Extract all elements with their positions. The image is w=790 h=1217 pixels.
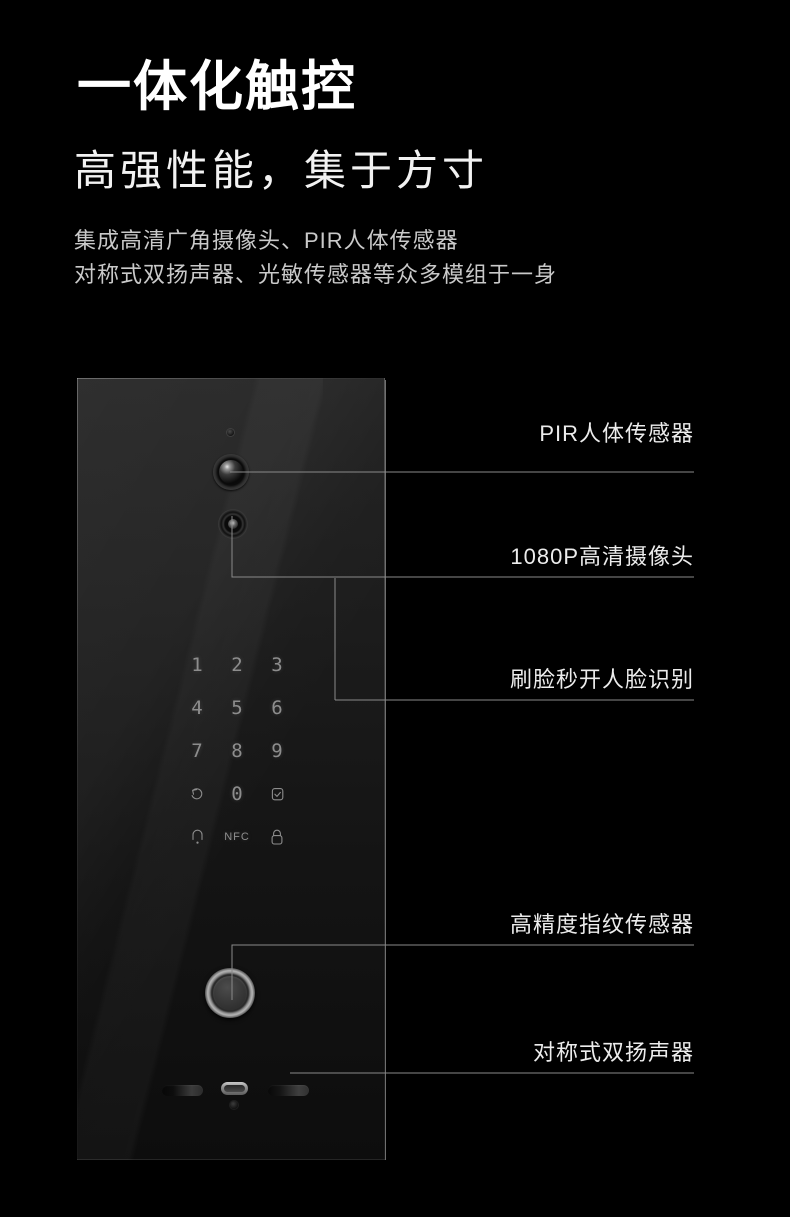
panel-left-edge bbox=[77, 378, 78, 1160]
camera-lens-aperture bbox=[228, 519, 238, 529]
pir-sensor-dome bbox=[213, 454, 249, 490]
camera-lens bbox=[218, 509, 248, 539]
keypad-lock-key[interactable] bbox=[269, 828, 285, 847]
fingerprint-sensor-surface bbox=[213, 976, 247, 1010]
usb-c-port-icon bbox=[221, 1082, 248, 1095]
description-line-1: 集成高清广角摄像头、PIR人体传感器 bbox=[74, 228, 459, 253]
doorbell-icon bbox=[191, 829, 203, 844]
keypad-key-4[interactable]: 4 bbox=[191, 697, 203, 719]
description-line-2: 对称式双扬声器、光敏传感器等众多模组于一身 bbox=[74, 262, 558, 287]
callout-label-camera: 1080P高清摄像头 bbox=[510, 544, 694, 569]
keypad-key-3[interactable]: 3 bbox=[271, 654, 283, 676]
callout-label-face-unlock: 刷脸秒开人脸识别 bbox=[509, 667, 694, 692]
confirm-icon bbox=[271, 788, 283, 801]
panel-top-edge bbox=[77, 378, 385, 379]
keypad-doorbell-key[interactable] bbox=[189, 828, 206, 846]
speaker-grille-right bbox=[268, 1085, 309, 1096]
keypad-key-1[interactable]: 1 bbox=[191, 654, 203, 676]
panel-bottom-edge bbox=[77, 1159, 385, 1160]
keypad-key-9[interactable]: 9 bbox=[271, 740, 283, 762]
page-title: 一体化触控 bbox=[77, 57, 357, 117]
keypad-key-8[interactable]: 8 bbox=[231, 740, 243, 762]
keypad-key-7[interactable]: 7 bbox=[191, 740, 203, 762]
lock-icon bbox=[271, 829, 283, 845]
keypad-key-5[interactable]: 5 bbox=[231, 697, 243, 719]
page-description: 集成高清广角摄像头、PIR人体传感器 对称式双扬声器、光敏传感器等众多模组于一身 bbox=[74, 224, 557, 292]
keypad-key-2[interactable]: 2 bbox=[231, 654, 243, 676]
ambient-light-sensor-icon bbox=[227, 429, 234, 436]
reset-pinhole-icon bbox=[230, 1101, 238, 1109]
pir-dome-glass bbox=[219, 460, 243, 484]
panel-right-edge bbox=[384, 378, 385, 1160]
keypad-key-6[interactable]: 6 bbox=[271, 697, 283, 719]
callout-label-speakers: 对称式双扬声器 bbox=[532, 1040, 694, 1065]
keypad-nfc-key[interactable]: NFC bbox=[224, 831, 250, 843]
keypad-backspace-key[interactable] bbox=[188, 785, 206, 803]
page-subtitle: 高强性能，集于方寸 bbox=[74, 147, 489, 194]
callout-label-pir-sensor: PIR人体传感器 bbox=[539, 421, 694, 446]
keypad-key-0[interactable]: 0 bbox=[231, 783, 243, 805]
speaker-grille-left bbox=[162, 1085, 203, 1096]
callout-label-fingerprint: 高精度指纹传感器 bbox=[509, 912, 694, 937]
usb-c-port-opening bbox=[224, 1085, 245, 1092]
keypad-confirm-key[interactable] bbox=[269, 785, 286, 803]
backspace-icon bbox=[191, 788, 203, 800]
fingerprint-sensor-button[interactable] bbox=[205, 968, 255, 1018]
